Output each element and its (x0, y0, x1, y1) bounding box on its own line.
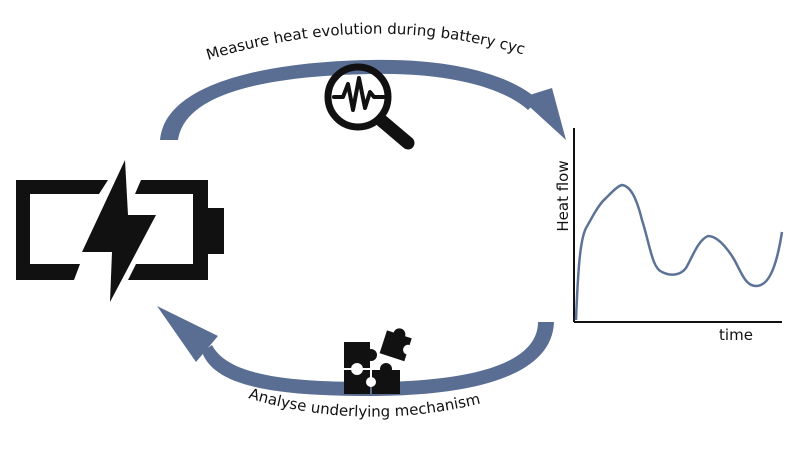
magnifier-waveform-icon (324, 63, 415, 150)
top-cycle-arrow (160, 59, 566, 141)
heat-flow-plot: Heat flow time (554, 128, 784, 344)
bottom-cycle-arrow (157, 306, 554, 396)
puzzle-icon (344, 328, 414, 394)
battery-charging-icon (16, 160, 224, 302)
x-axis-label: time (719, 326, 753, 344)
heat-flow-curve (574, 183, 784, 321)
top-cycle-label: Measure heat evolution during battery cy… (0, 0, 527, 64)
y-axis-label: Heat flow (554, 160, 572, 231)
